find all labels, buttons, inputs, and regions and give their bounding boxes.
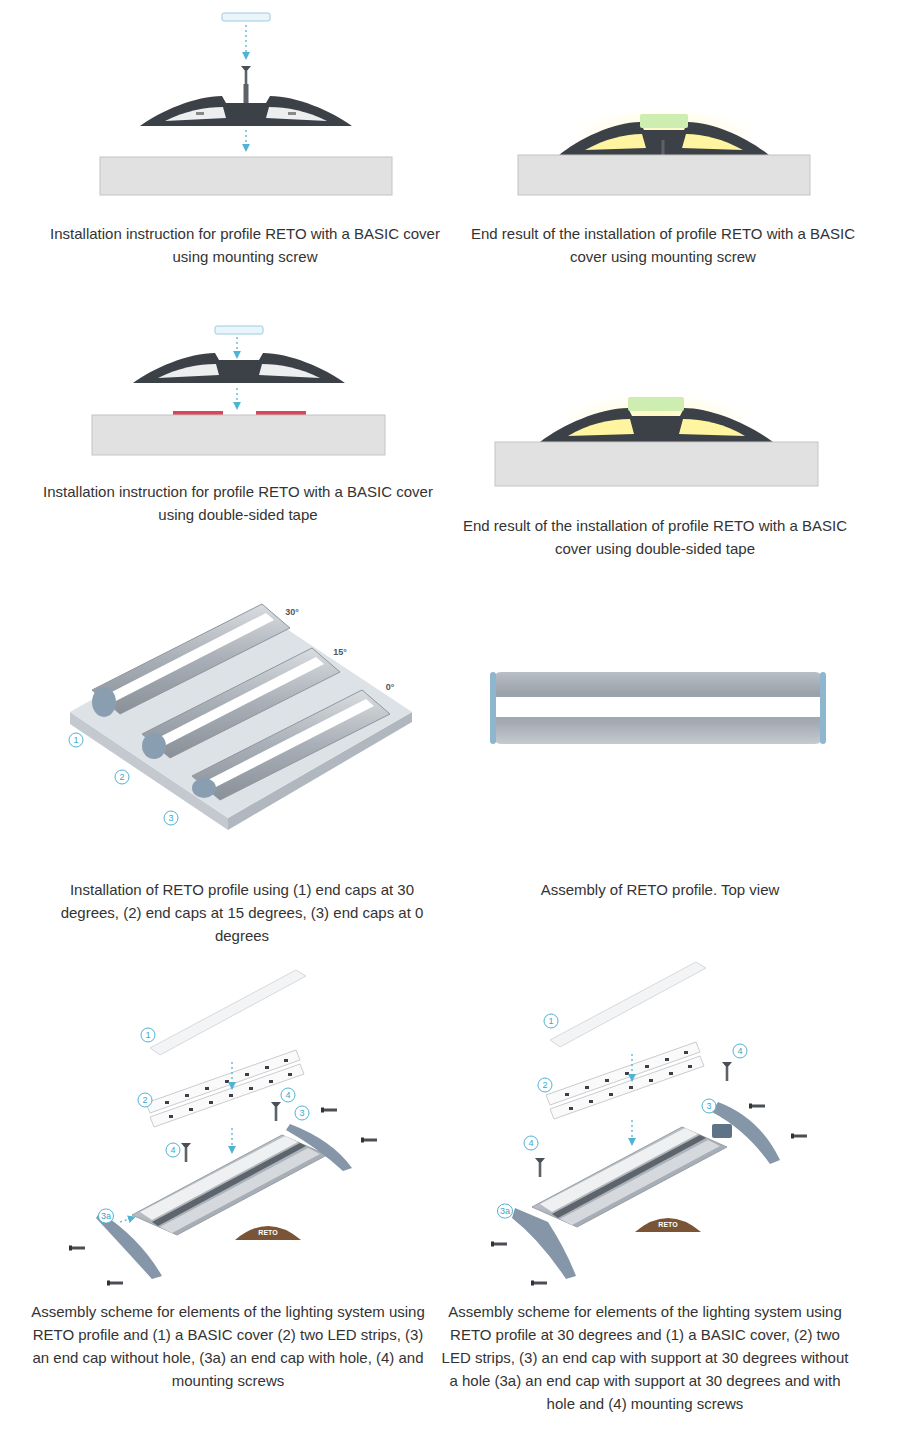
callout-number: 1	[141, 1028, 156, 1043]
profile-name: RETO	[258, 1229, 277, 1236]
callout-number: 4	[166, 1143, 181, 1158]
callout-number: 3a	[497, 1204, 513, 1219]
callout-number: 1	[544, 1014, 559, 1029]
callout-number: 2	[138, 1093, 153, 1108]
caption: Assembly scheme for elements of the ligh…	[23, 1300, 433, 1392]
angle-label: 15°	[333, 647, 347, 657]
callout-number: 4	[733, 1044, 748, 1059]
callout-number: 3	[702, 1099, 717, 1114]
caption: Installation instruction for profile RET…	[38, 480, 438, 526]
profile-name: RETO	[658, 1221, 677, 1228]
callout-number: 3	[164, 811, 179, 826]
caption: Assembly scheme for elements of the ligh…	[440, 1300, 850, 1415]
callout-number: 2	[538, 1078, 553, 1093]
callout-number: 4	[281, 1088, 296, 1103]
angle-label: 30°	[285, 607, 299, 617]
callout-number: 4	[524, 1136, 539, 1151]
caption: Installation of RETO profile using (1) e…	[42, 878, 442, 947]
callout-number: 3a	[98, 1209, 114, 1224]
callout-number: 1	[69, 733, 84, 748]
caption: Assembly of RETO profile. Top view	[460, 878, 860, 901]
caption: End result of the installation of profil…	[455, 514, 855, 560]
callout-number: 2	[115, 770, 130, 785]
caption: Installation instruction for profile RET…	[45, 222, 445, 268]
angle-label: 0°	[386, 682, 395, 692]
callout-number: 3	[295, 1106, 310, 1121]
caption: End result of the installation of profil…	[463, 222, 863, 268]
